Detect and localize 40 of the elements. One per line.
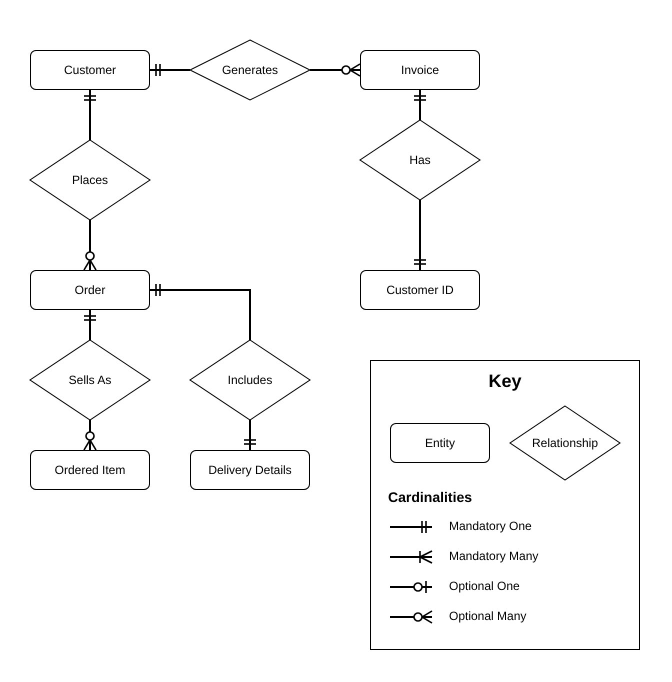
key-heading: Key (488, 371, 522, 392)
relationship-label: Generates (222, 63, 278, 77)
entity-box (360, 50, 480, 90)
entity-box (190, 450, 310, 490)
relationship-line (414, 90, 426, 120)
legend-label: Mandatory Many (449, 549, 538, 563)
relationship-label: Sells As (68, 373, 112, 387)
entity-label: Customer (64, 63, 116, 77)
section-heading: Cardinalities (388, 488, 472, 505)
relationship-diamond (30, 140, 150, 220)
legend-label: Relationship (532, 436, 598, 450)
relationship-diamond (360, 120, 480, 200)
entity-label: Ordered Item (54, 463, 126, 477)
entity-box (30, 270, 150, 310)
entity-box (360, 270, 480, 310)
relationship-line (150, 64, 190, 76)
entity-label: Invoice (400, 63, 440, 77)
relationship-line (84, 90, 96, 140)
entity-box (30, 50, 150, 90)
relationship-diamond (190, 340, 310, 420)
legend-label: Mandatory One (449, 519, 532, 533)
entity-box (30, 450, 150, 490)
entity-label: Customer ID (386, 283, 454, 297)
entity-label: Delivery Details (208, 463, 292, 477)
relationship-label: Has (409, 153, 431, 167)
relationship-line (244, 420, 256, 450)
legend-label: Entity (425, 436, 455, 450)
legend-label: Optional One (449, 579, 520, 593)
relationship-line (150, 284, 251, 340)
relationship-diamond (30, 340, 150, 420)
relationship-line (83, 220, 97, 271)
entity-label: Order (74, 283, 106, 297)
relationship-line (310, 63, 361, 77)
relationship-line (84, 310, 96, 340)
relationship-label: Places (72, 173, 108, 187)
relationship-line (414, 200, 426, 270)
relationship-line (83, 420, 97, 451)
relationship-diamond (190, 40, 310, 100)
relationship-label: Includes (228, 373, 272, 387)
legend-label: Optional Many (449, 609, 526, 623)
